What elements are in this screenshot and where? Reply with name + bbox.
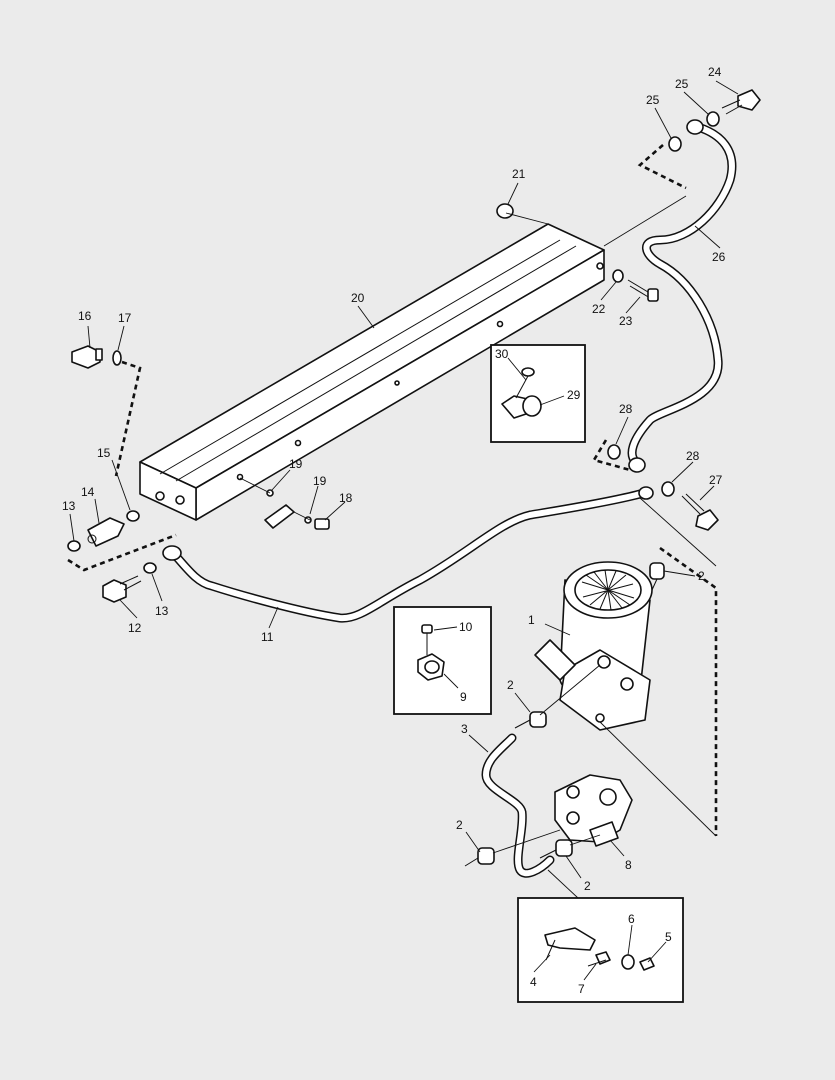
callout-26: 26: [712, 250, 726, 264]
callout-10: 10: [459, 620, 473, 634]
callout-6: 6: [628, 912, 635, 926]
washer-25-a: [706, 111, 720, 127]
fuel-pipe-11: [162, 486, 654, 623]
washer-28-a: [607, 444, 621, 460]
callout-21: 21: [512, 167, 526, 181]
callout-15: 15: [97, 446, 111, 460]
washer-28-b: [661, 481, 675, 497]
dashed-guides: [67, 144, 718, 836]
bolt-27: [681, 493, 719, 531]
callout-8: 8: [625, 858, 632, 872]
callout-19: 19: [313, 474, 327, 488]
washer-22: [612, 269, 624, 283]
banjo-bolt-16: [71, 345, 103, 369]
inset-bracket-4-7: [517, 897, 684, 1003]
callout-leaders: [69, 80, 739, 981]
callout-30: 30: [495, 347, 509, 361]
callout-29: 29: [567, 388, 581, 402]
washer-15: [126, 510, 140, 522]
callout-11: 11: [261, 630, 274, 644]
callout-4: 4: [530, 975, 537, 989]
bolt-12: [102, 575, 142, 603]
callout-19: 19: [289, 457, 303, 471]
callout-7: 7: [578, 982, 585, 996]
callout-18: 18: [339, 491, 353, 505]
callout-3: 3: [461, 722, 468, 736]
callout-16: 16: [78, 309, 92, 323]
callout-1: 1: [528, 613, 535, 627]
bracket-19: [264, 489, 312, 529]
fitting-2-mid: [514, 711, 547, 729]
inset-clamp-9-10: [393, 606, 492, 715]
fuel-pipe-3: [481, 733, 555, 878]
callout-13: 13: [62, 499, 76, 513]
callout-14: 14: [81, 485, 95, 499]
callout-28: 28: [619, 402, 633, 416]
fuel-valve-body: [554, 774, 633, 847]
callout-24: 24: [708, 65, 722, 79]
seal-ring-21: [496, 203, 514, 219]
callout-2: 2: [507, 678, 514, 692]
callout-22: 22: [592, 302, 606, 316]
fuel-filter: [534, 561, 653, 731]
callout-12: 12: [128, 621, 142, 635]
washer-25-b: [668, 136, 682, 152]
bolt-18: [314, 518, 330, 530]
inset-clamp-29-30: [490, 344, 586, 443]
bolt-23: [627, 279, 659, 302]
callout-25: 25: [675, 77, 689, 91]
fuel-rail: [139, 223, 605, 521]
fitting-2-right: [539, 839, 573, 859]
callout-25: 25: [646, 93, 660, 107]
washer-13-top: [67, 540, 81, 552]
callout-5: 5: [665, 930, 672, 944]
callout-27: 27: [709, 473, 723, 487]
washer-13-bottom: [143, 562, 157, 574]
callout-13: 13: [155, 604, 169, 618]
callout-20: 20: [351, 291, 365, 305]
callout-2: 2: [456, 818, 463, 832]
bolt-24: [721, 89, 761, 115]
callout-28: 28: [686, 449, 700, 463]
callout-2: 2: [584, 879, 591, 893]
fuel-pipe-26: [627, 119, 737, 473]
callout-labels: 1 2 2 2 2 3 4 5 6 7 8 9 10 11 12 13 13 1…: [62, 65, 726, 996]
callout-9: 9: [460, 690, 467, 704]
callout-23: 23: [619, 314, 633, 328]
adapter-14: [87, 517, 125, 547]
callout-2: 2: [698, 569, 705, 583]
callout-17: 17: [118, 311, 132, 325]
fitting-2-left: [464, 847, 495, 867]
assembly-lines: [239, 195, 717, 899]
seal-ring-17: [112, 350, 122, 366]
